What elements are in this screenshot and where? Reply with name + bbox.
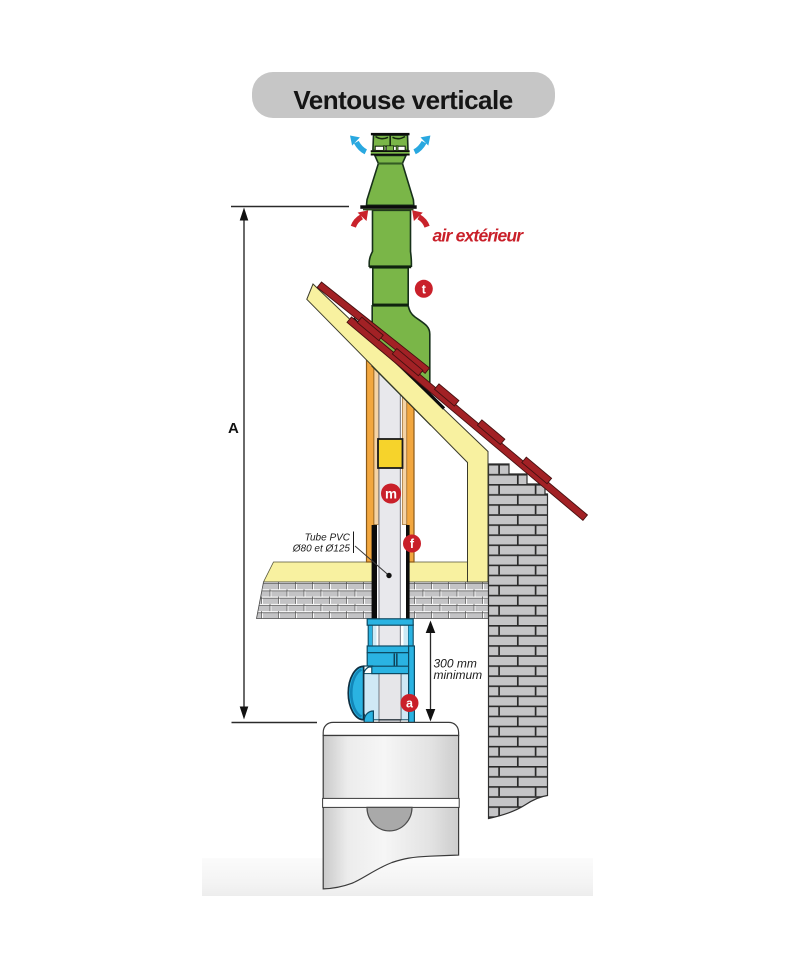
svg-text:Ø80 et Ø125: Ø80 et Ø125: [292, 544, 351, 555]
svg-text:f: f: [410, 537, 415, 551]
svg-text:Ventouse verticale: Ventouse verticale: [293, 85, 512, 115]
svg-text:m: m: [385, 486, 397, 501]
svg-text:300 mm: 300 mm: [434, 657, 477, 671]
svg-text:A: A: [228, 420, 239, 437]
svg-text:t: t: [422, 282, 427, 296]
svg-text:Tube PVC: Tube PVC: [305, 533, 351, 544]
svg-text:minimum: minimum: [434, 668, 483, 682]
svg-text:air extérieur: air extérieur: [433, 226, 525, 246]
svg-text:a: a: [406, 697, 414, 711]
